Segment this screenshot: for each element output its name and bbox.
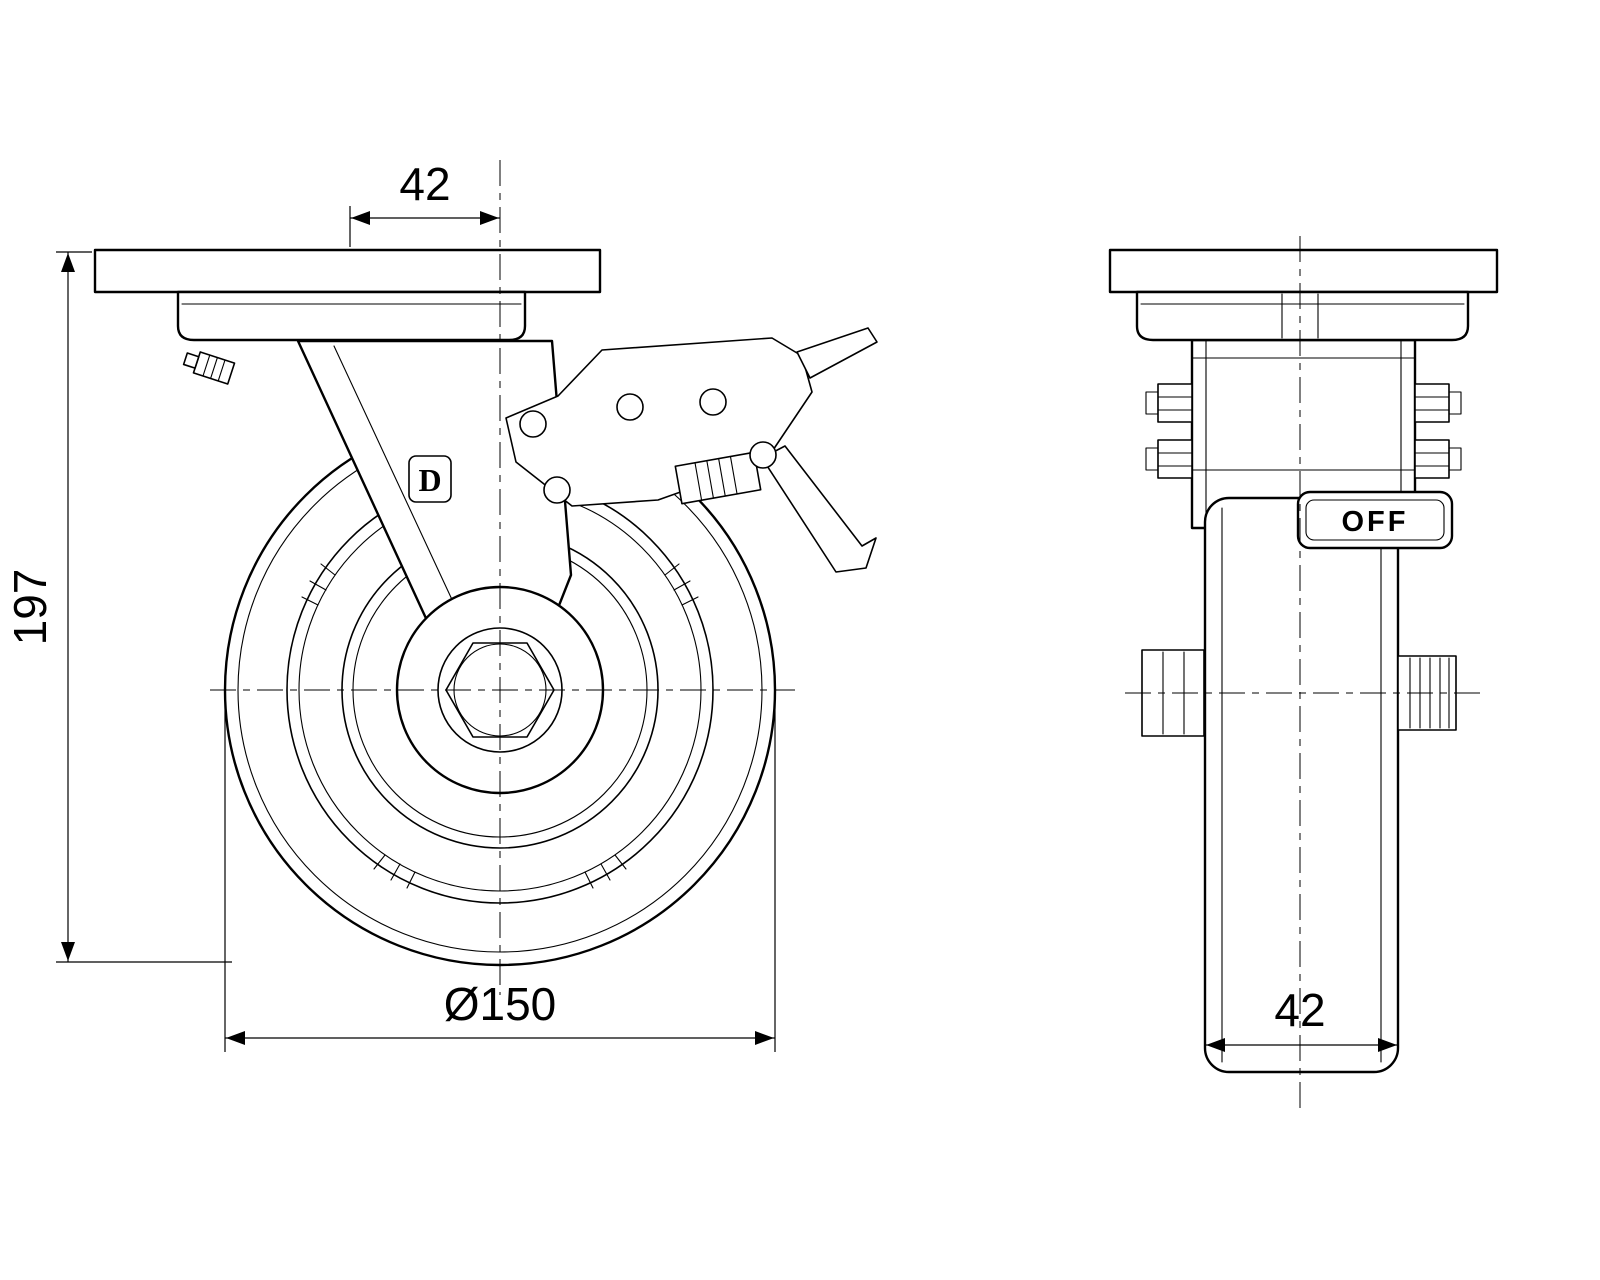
dim-plate-offset: 42: [349, 158, 500, 247]
rivet-hole: [699, 388, 727, 416]
bolt-stub: [1145, 391, 1159, 415]
brake-release-tab: [796, 327, 878, 379]
bolt-stub: [1448, 447, 1462, 471]
bolt-lug: [1157, 439, 1193, 479]
grease-fitting: [182, 351, 236, 385]
rivet-hole: [543, 476, 571, 504]
dim-width-label: 42: [1274, 984, 1325, 1036]
bolt-stub: [1145, 447, 1159, 471]
dimensions: 42 197 Ø150 42: [4, 158, 1398, 1052]
grease-nipple-tip: [182, 352, 200, 369]
brand-emblem: D: [408, 455, 452, 503]
bolt-stub: [1448, 391, 1462, 415]
dim-diameter: Ø150: [224, 700, 776, 1052]
top-plate-side: [1108, 248, 1499, 342]
dim-plate-offset-label: 42: [399, 158, 450, 210]
centerlines-side: [1125, 236, 1480, 1108]
dim-height: 197: [4, 251, 232, 963]
rivet-hole: [519, 410, 547, 438]
bolt-lug: [1157, 383, 1193, 423]
wheel-side: [1203, 496, 1400, 1074]
side-view: OFF: [1108, 236, 1499, 1108]
brake-pedal-lever: [761, 445, 877, 573]
brake-assembly: [505, 327, 878, 573]
top-plate-front: [93, 248, 602, 342]
brake-adjuster: [674, 451, 762, 505]
centerlines-front: [210, 160, 795, 995]
dim-diameter-label: Ø150: [444, 978, 557, 1030]
front-view: D: [93, 160, 878, 995]
swivel-raceway-side: [1135, 290, 1470, 342]
swivel-raceway-front: [176, 290, 527, 342]
dim-width: 42: [1205, 984, 1398, 1052]
brake-pedal: OFF: [1296, 490, 1454, 550]
rivet-hole: [749, 441, 777, 469]
brake-pedal-label: OFF: [1342, 506, 1409, 538]
brand-letter: D: [418, 462, 441, 498]
dim-height-label: 197: [4, 569, 56, 646]
bolt-lug: [1414, 439, 1450, 479]
bolt-lug: [1414, 383, 1450, 423]
tread-marks: [301, 563, 699, 889]
rivet-hole: [616, 393, 644, 421]
